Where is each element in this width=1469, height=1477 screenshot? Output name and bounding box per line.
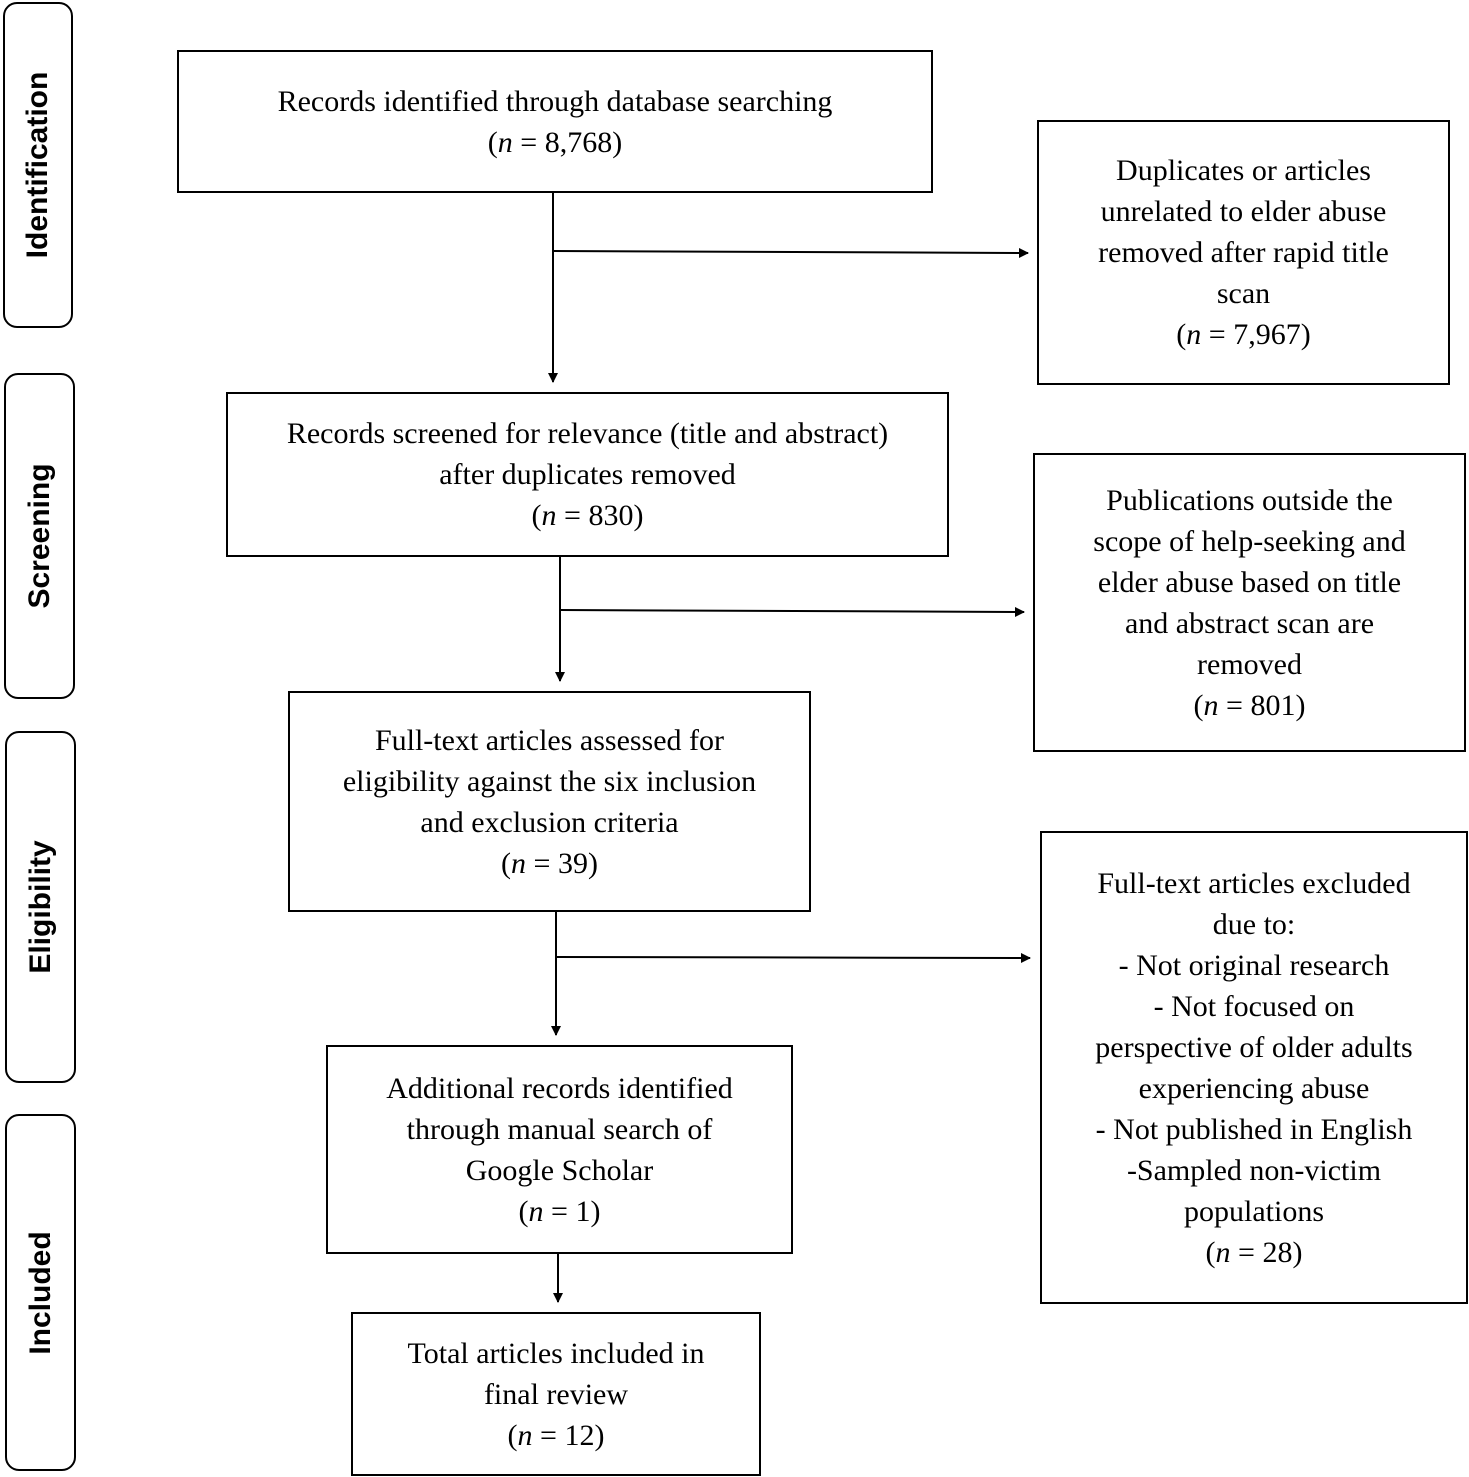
box-records-screened-count: (n = 830) (531, 499, 644, 532)
phase-included: Included (5, 1114, 76, 1471)
box-duplicates-removed-line: unrelated to elder abuse (1100, 195, 1387, 228)
box-records-screened-line: after duplicates removed (439, 458, 736, 491)
box-fulltext-excluded-line: Full-text articles excluded (1097, 866, 1411, 900)
box-total-included-line: Total articles included in (407, 1336, 705, 1370)
box-records-identified: Records identified through database sear… (177, 50, 933, 193)
box-duplicates-removed-line: scan (1216, 277, 1271, 310)
box-fulltext-excluded-count: (n = 28) (1205, 1235, 1303, 1269)
box-fulltext-excluded-line: perspective of older adults (1095, 1030, 1413, 1064)
box-duplicates-removed: Duplicates or articles unrelated to elde… (1037, 120, 1450, 385)
box-fulltext-assessed-line: Full-text articles assessed for (374, 723, 725, 757)
box-fulltext-excluded-line: experiencing abuse (1138, 1071, 1370, 1105)
box-fulltext-excluded-line: - Not focused on (1153, 989, 1355, 1023)
box-additional-records-line: Google Scholar (465, 1153, 654, 1187)
arrow-to-scope-excluded (559, 606, 1025, 617)
box-duplicates-removed-line: removed after rapid title (1098, 236, 1389, 269)
phase-screening: Screening (4, 373, 75, 699)
box-scope-excluded-line: removed (1197, 647, 1302, 681)
box-total-included-line: final review (483, 1377, 629, 1411)
box-records-screened-line: Records screened for relevance (title an… (286, 417, 889, 450)
phase-identification: Identification (3, 2, 73, 328)
box-total-included: Total articles included in final review … (351, 1312, 761, 1476)
box-records-screened: Records screened for relevance (title an… (226, 392, 949, 557)
box-scope-excluded-line: scope of help-seeking and (1093, 524, 1406, 558)
box-additional-records: Additional records identified through ma… (326, 1045, 793, 1254)
phase-eligibility: Eligibility (5, 731, 76, 1083)
box-fulltext-excluded-line: - Not original research (1118, 948, 1390, 982)
box-duplicates-removed-line: Duplicates or articles (1116, 154, 1371, 187)
box-scope-excluded-line: Publications outside the (1106, 483, 1393, 517)
box-scope-excluded-line: and abstract scan are (1124, 606, 1375, 640)
box-total-included-count: (n = 12) (507, 1418, 605, 1452)
box-scope-excluded: Publications outside the scope of help-s… (1033, 453, 1466, 752)
box-scope-excluded-count: (n = 801) (1193, 688, 1306, 722)
box-additional-records-line: Additional records identified (386, 1071, 733, 1105)
box-duplicates-removed-count: (n = 7,967) (1176, 318, 1311, 351)
box-fulltext-excluded-line: due to: (1212, 907, 1296, 941)
box-fulltext-excluded-line: populations (1184, 1194, 1324, 1228)
box-fulltext-excluded-line: - Not published in English (1095, 1112, 1413, 1146)
box-additional-records-line: through manual search of (406, 1112, 713, 1146)
arrow-to-duplicates-removed (552, 247, 1029, 258)
box-records-identified-count: (n = 8,768) (487, 125, 623, 159)
box-fulltext-excluded-line: -Sampled non-victim (1126, 1153, 1382, 1187)
box-additional-records-count: (n = 1) (518, 1194, 601, 1228)
box-fulltext-assessed-count: (n = 39) (501, 846, 598, 880)
box-fulltext-assessed: Full-text articles assessed for eligibil… (288, 691, 811, 912)
box-scope-excluded-line: elder abuse based on title (1097, 565, 1402, 599)
box-fulltext-assessed-line: and exclusion criteria (420, 805, 679, 839)
box-records-identified-line: Records identified through database sear… (277, 84, 833, 118)
box-fulltext-excluded: Full-text articles excluded due to: - No… (1040, 831, 1468, 1304)
box-fulltext-assessed-line: eligibility against the six inclusion (342, 764, 757, 798)
arrow-to-fulltext-excluded (555, 952, 1031, 963)
